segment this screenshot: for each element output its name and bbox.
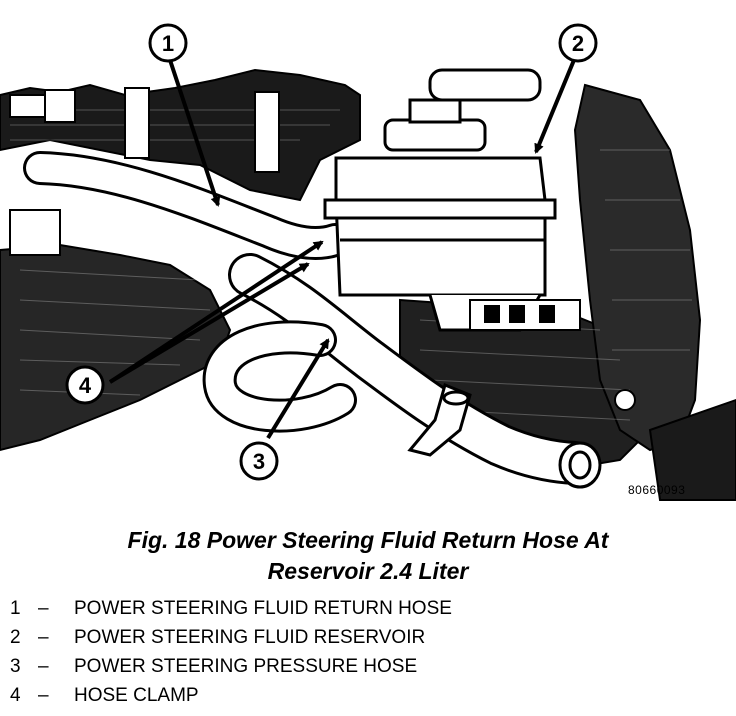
callout-4: 4	[65, 365, 105, 405]
legend-dash: –	[38, 627, 49, 648]
leader-3	[266, 338, 330, 440]
legend-dash: –	[38, 685, 49, 706]
svg-text:2: 2	[572, 31, 584, 56]
caption-line-1: Fig. 18 Power Steering Fluid Return Hose…	[127, 527, 609, 553]
legend-number: 4	[10, 685, 21, 706]
callout-2: 2	[558, 23, 598, 63]
hose-fitting	[558, 441, 602, 489]
legend-dash: –	[38, 656, 49, 677]
legend-item: 3 – POWER STEERING PRESSURE HOSE	[10, 652, 452, 681]
legend-label: POWER STEERING FLUID RESERVOIR	[74, 627, 426, 648]
figure-caption: Fig. 18 Power Steering Fluid Return Hose…	[0, 525, 736, 587]
engine-illustration: 1 2 3 4	[0, 23, 736, 501]
svg-text:4: 4	[79, 373, 92, 398]
callout-legend: 1 – POWER STEERING FLUID RETURN HOSE 2 –…	[10, 594, 452, 710]
legend-label: HOSE CLAMP	[74, 685, 199, 706]
legend-number: 3	[10, 656, 21, 677]
reservoir-bracket	[469, 299, 636, 411]
legend-label: POWER STEERING PRESSURE HOSE	[74, 656, 418, 677]
caption-line-2: Reservoir 2.4 Liter	[267, 558, 469, 584]
leader-4b	[108, 240, 324, 384]
legend-label: POWER STEERING FLUID RETURN HOSE	[74, 598, 452, 619]
leader-1	[168, 59, 221, 207]
callout-3: 3	[239, 441, 279, 481]
legend-number: 1	[10, 598, 21, 619]
legend-dash: –	[38, 598, 49, 619]
legend-item: 4 – HOSE CLAMP	[10, 681, 452, 710]
legend-item: 1 – POWER STEERING FLUID RETURN HOSE	[10, 594, 452, 623]
callout-1: 1	[148, 23, 188, 63]
svg-text:1: 1	[162, 31, 174, 56]
leader-lines	[108, 59, 576, 440]
hose-clamp	[407, 382, 472, 457]
leader-2	[534, 59, 576, 154]
legend-item: 2 – POWER STEERING FLUID RESERVOIR	[10, 623, 452, 652]
figure-code: 80660093	[628, 483, 686, 497]
svg-text:3: 3	[253, 449, 265, 474]
legend-number: 2	[10, 627, 21, 648]
